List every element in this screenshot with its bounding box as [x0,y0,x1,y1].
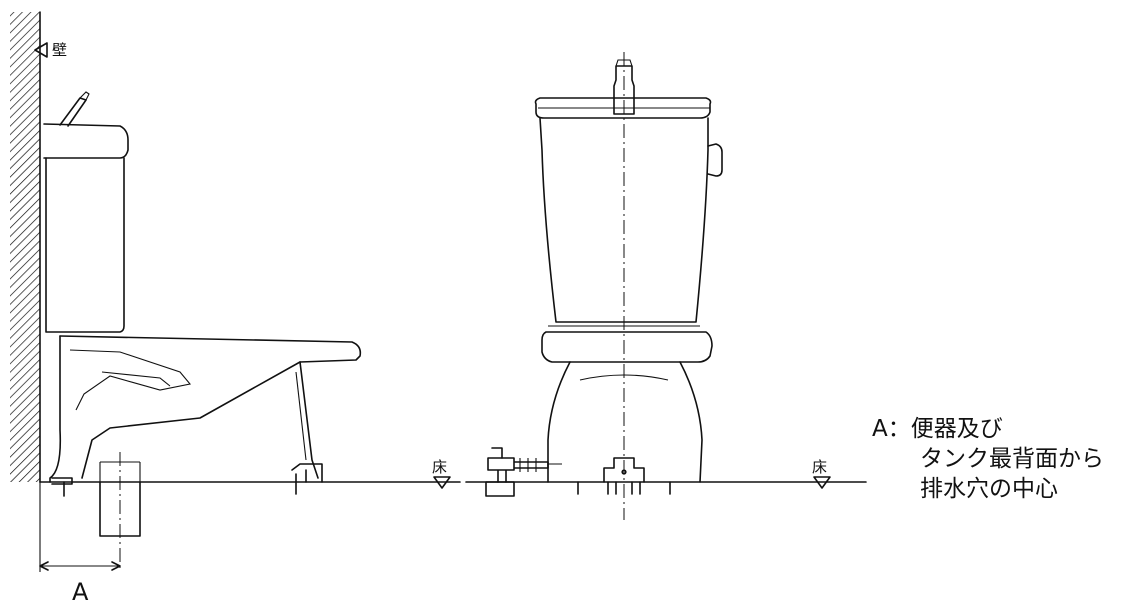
pedestal-front [547,361,703,483]
trapway-inner-side [101,371,171,387]
flush-lever-side [59,97,87,127]
floor-marker-front [813,476,831,489]
dimension-arrow-left [39,561,49,571]
bowl-body-side [49,335,62,483]
legend-line-2: タンク最背面から [920,446,1104,472]
floor-bolts-front [577,481,671,495]
tank-lid-front [534,97,712,119]
rear-flange-side [51,477,73,485]
lever-tip-side [79,91,90,101]
flange-front [603,457,645,483]
dimension-label-a: A [72,578,89,604]
floor-label-side: 床 [432,458,447,476]
tank-body-side [45,157,125,333]
valve-connector-front [519,458,562,472]
front-leg-side [299,361,319,479]
front-bracket-side [291,463,323,495]
supply-valve-front [487,457,549,483]
side-view: 壁 床 A [10,11,461,604]
wall-marker-triangle [34,42,48,58]
tank-lid-side [43,123,129,159]
legend: A：便器及び タンク最背面から 排水穴の中心 [872,414,1104,504]
floor-label-front: 床 [812,458,827,476]
bowl-rim-front [541,331,713,363]
trapway-side [69,349,192,411]
wall-hatching [10,12,40,482]
front-view: 床 [465,52,867,520]
legend-text-1: 便器及び [910,416,1003,442]
legend-line-1: A：便器及び [872,414,1104,444]
front-leg-inner-side [295,371,307,461]
wall-label: 壁 [52,41,67,59]
legend-key: A： [872,416,911,442]
flush-button-front [613,65,635,115]
valve-handle-front [485,447,515,497]
bowl-underside-side [81,361,301,479]
legend-line-3: 排水穴の中心 [920,476,1058,502]
flush-button-cap-front [615,59,633,67]
side-lever-front [707,143,723,177]
dimension-arrow-right [111,561,121,571]
floor-marker-side [433,476,451,489]
drain-center-dot [621,469,627,475]
pedestal-inner-front [579,374,669,381]
bowl-rim-side [59,335,362,363]
